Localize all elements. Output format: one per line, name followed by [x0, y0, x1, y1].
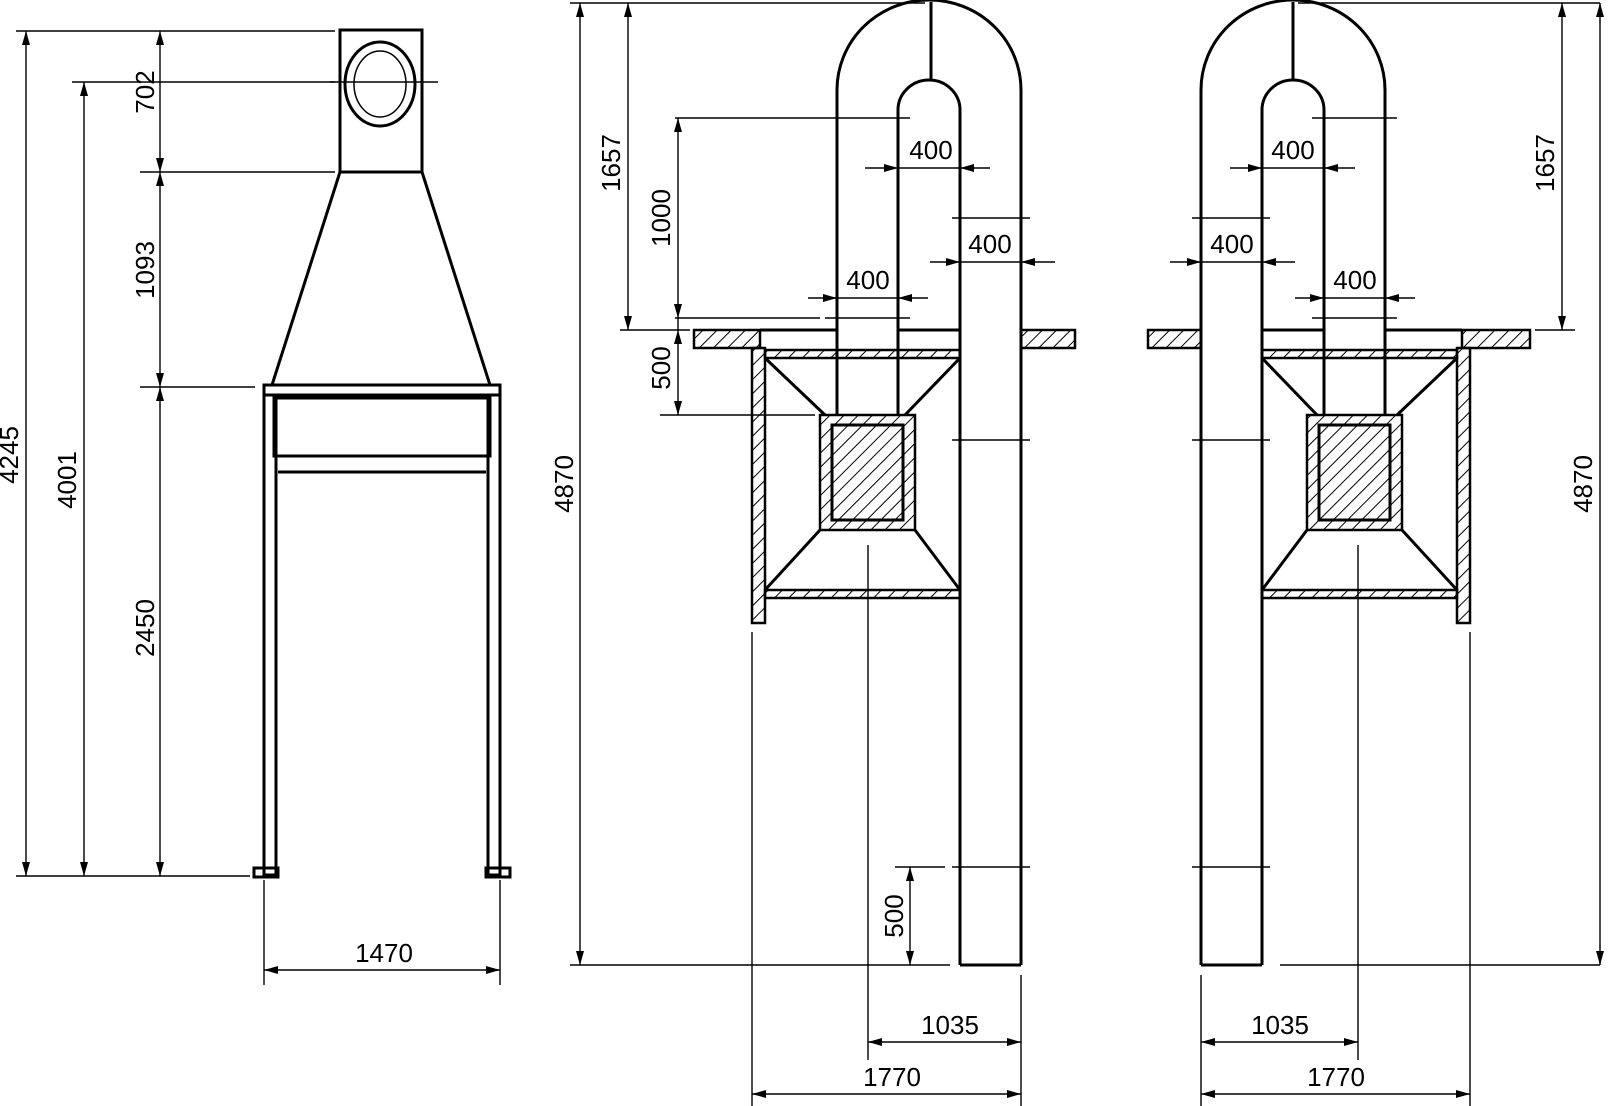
dim-pipe-width-left-right: 400 [1210, 229, 1253, 259]
pipe-bend [835, 0, 1030, 967]
roof-slab-mirrored [1146, 328, 1532, 350]
outlet-box [330, 28, 438, 174]
frame [252, 383, 512, 879]
dim-overall-height-right: 4870 [1568, 455, 1598, 513]
right-view: 4870 1657 400 400 400 1035 1770 [1146, 0, 1604, 1106]
dim-axis-to-pipe: 1035 [921, 1010, 979, 1040]
dim-total-height: 4245 [0, 426, 24, 484]
dim-overall-height: 4870 [549, 455, 579, 513]
dim-outlet-box-height: 702 [130, 70, 160, 113]
dim-pipe-width-upper: 400 [909, 135, 952, 165]
dim-frame-width: 1470 [355, 938, 413, 968]
dim-leg-height: 2450 [130, 599, 160, 657]
dim-bend-to-roof: 1657 [596, 134, 626, 192]
dim-pipe-width-upper-right: 400 [1271, 135, 1314, 165]
pipe-bend-mirrored [1192, 0, 1387, 967]
dim-pipe-width-lower-right: 400 [1333, 265, 1376, 295]
left-view: 4245 4001 702 1093 2450 1470 [0, 28, 512, 985]
hood-housing [750, 346, 962, 625]
hood-cone [270, 171, 492, 386]
middle-view: 4870 1657 1000 500 400 400 400 500 1035 … [549, 0, 1077, 1106]
dim-pipe-segment: 1000 [646, 189, 676, 247]
dim-roof-to-hood: 500 [646, 346, 676, 389]
dim-pipe-base-segment: 500 [879, 894, 909, 937]
dim-axis-to-pipe-right: 1035 [1251, 1010, 1309, 1040]
dim-height-to-outlet-axis: 4001 [52, 451, 82, 509]
dim-pipe-width-right: 400 [968, 229, 1011, 259]
dim-bend-to-roof-right: 1657 [1530, 134, 1560, 192]
dim-overall-width: 1770 [863, 1062, 921, 1092]
hood-housing-mirrored [1260, 346, 1472, 625]
roof-slab [692, 328, 1077, 350]
dim-hood-cone-height: 1093 [130, 241, 160, 299]
dim-overall-width-right: 1770 [1307, 1062, 1365, 1092]
dim-pipe-width-lower: 400 [846, 265, 889, 295]
